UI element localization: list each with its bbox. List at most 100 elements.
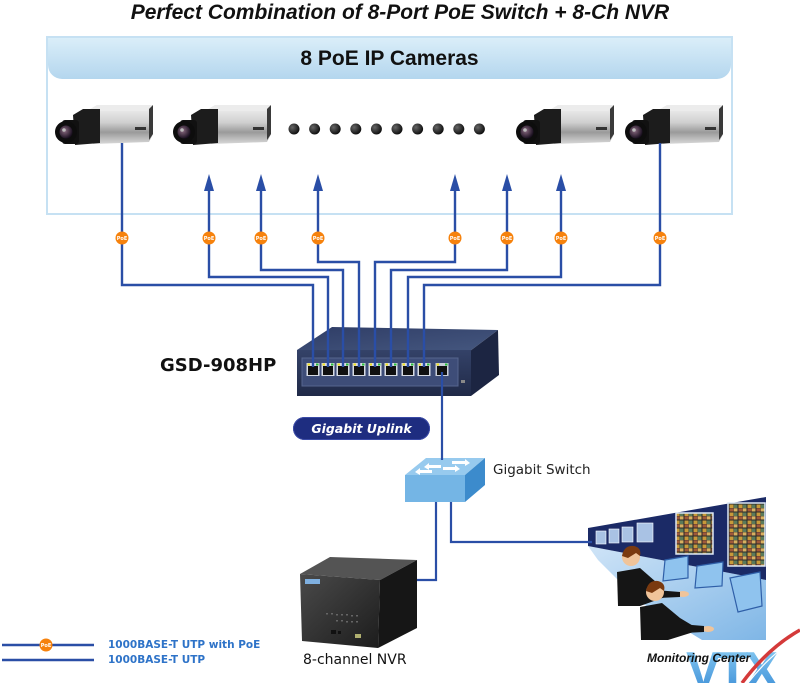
link-led [353, 363, 356, 366]
nvr-power-indicator [355, 634, 361, 638]
watermark-swoosh-highlight [747, 636, 800, 683]
legend-marks: PoE [2, 638, 94, 662]
gigabit-switch-label: Gigabit Switch [493, 462, 591, 478]
poe-led [316, 363, 319, 366]
uplink-port[interactable] [435, 363, 449, 376]
camera-rear-cap [719, 105, 723, 140]
gigabit-switch-front [405, 475, 465, 502]
link-led [418, 363, 421, 366]
poe-badge-circle [115, 231, 129, 245]
legend-label-utp: 1000BASE-T UTP [108, 654, 206, 666]
camera-top [657, 105, 723, 111]
camera-group-frame: 8 PoE IP Cameras [46, 36, 733, 215]
poe-port[interactable] [321, 363, 335, 376]
poe-cable [389, 186, 509, 367]
gigabit-uplink-badge: Gigabit Uplink [293, 417, 430, 440]
camera-lens-highlight [523, 128, 527, 132]
gigabit-switch[interactable] [405, 458, 485, 502]
poe-badge: PoE [254, 231, 268, 245]
monitoring-center[interactable] [588, 497, 766, 640]
ip-camera[interactable] [516, 105, 614, 145]
port-socket [437, 366, 447, 375]
poe-port[interactable] [336, 363, 350, 376]
ellipsis-dot [412, 123, 424, 135]
port-socket [370, 366, 380, 375]
desk-monitor [694, 561, 724, 589]
arrow-up-icon [204, 174, 214, 191]
poe-port[interactable] [401, 363, 415, 376]
poe-badge-circle [653, 231, 667, 245]
arrow-right-icon [443, 465, 460, 472]
poe-port[interactable] [384, 363, 398, 376]
poe-badge-circle [39, 638, 53, 652]
ip-camera[interactable] [55, 105, 153, 145]
arrow-right-icon [452, 459, 470, 466]
poe-badge-circle [311, 231, 325, 245]
port-socket [403, 366, 413, 375]
port-socket [386, 366, 396, 375]
legend-label-poe: 1000BASE-T UTP with PoE [108, 639, 261, 651]
poe-cable [316, 186, 361, 367]
poe-port[interactable] [368, 363, 382, 376]
gigabit-switch-side [465, 458, 485, 502]
camera-body [657, 105, 723, 144]
poe-port[interactable] [352, 363, 366, 376]
nvr-side-face [378, 560, 417, 648]
camera-brand-plate [135, 127, 146, 130]
camera-front-housing [73, 109, 100, 145]
camera-top [87, 105, 153, 111]
switch-model-label: GSD-908HP [160, 355, 277, 376]
operator-person [640, 580, 714, 640]
poe-led [394, 363, 397, 366]
camera-lens-glass [629, 125, 643, 139]
link-led [402, 363, 405, 366]
poe-badge: PoE [653, 231, 667, 245]
ellipsis-dot [391, 123, 403, 135]
watermark-swoosh [740, 628, 800, 683]
desk-monitor [729, 571, 763, 613]
camera-rear-cap [610, 105, 614, 140]
arrow-left-icon [415, 468, 432, 475]
ip-camera[interactable] [625, 105, 723, 145]
port-socket [323, 366, 333, 375]
poe-badge: PoE [554, 231, 568, 245]
camera-brand-plate [705, 127, 716, 130]
ip-camera[interactable] [173, 105, 271, 145]
ellipsis-dot [453, 123, 465, 135]
poe-led [362, 363, 365, 366]
switch-side-face [470, 330, 499, 396]
wall-monitors-small [595, 522, 654, 545]
link-led [337, 363, 340, 366]
ellipsis-dot [432, 123, 444, 135]
poe-cable [207, 186, 330, 367]
camera-top [548, 105, 614, 111]
camera-top [205, 105, 271, 111]
poe-badge: PoE [448, 231, 462, 245]
poe-led [378, 363, 381, 366]
poe-port[interactable] [417, 363, 431, 376]
poe-badge-text: PoE [556, 236, 567, 242]
poe-badge-text: PoE [655, 236, 666, 242]
camera-body [205, 105, 271, 144]
poe-port[interactable] [306, 363, 320, 376]
poe-badge: PoE [202, 231, 216, 245]
poe-badge-circle [554, 231, 568, 245]
poe-badge-circle [500, 231, 514, 245]
poe-badge-text: PoE [450, 236, 461, 242]
nvr-front-face [300, 574, 380, 648]
poe-badge-text: PoE [313, 236, 324, 242]
camera-lens-highlight [632, 128, 636, 132]
poe-badge: PoE [39, 638, 53, 652]
camera-body [548, 105, 614, 144]
nvr-device[interactable] [300, 557, 417, 648]
nvr-label: 8-channel NVR [303, 652, 407, 668]
poe-badge-text: PoE [117, 236, 128, 242]
poe-badge: PoE [311, 231, 325, 245]
poe-cable [120, 143, 315, 367]
watermark-text: VTX [686, 642, 779, 683]
poe-badge-text: PoE [41, 643, 52, 649]
arrow-left-icon [424, 463, 441, 470]
video-wall-screen [727, 502, 766, 567]
desk-monitor [662, 555, 689, 582]
